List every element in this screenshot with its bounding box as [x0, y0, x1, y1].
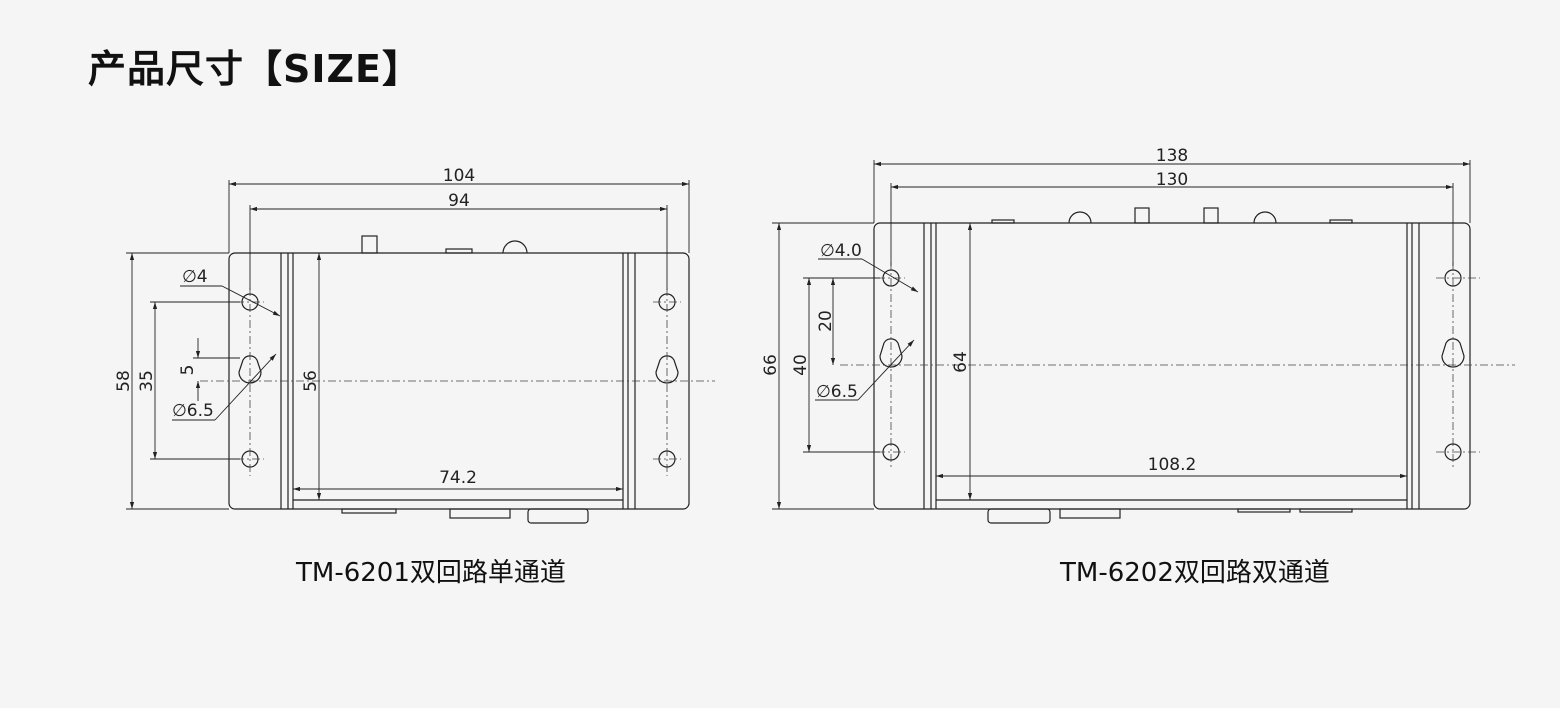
dim-hole-spacing: 40 — [791, 354, 811, 376]
dim-overall-width: 104 — [443, 166, 475, 186]
caption-tm6201: TM-6201双回路单通道 — [296, 558, 566, 588]
dim-keyhole-offset: 5 — [178, 365, 198, 376]
dim-keyhole-diameter: ∅6.5 — [172, 401, 214, 421]
dim-inner-height: 56 — [301, 370, 321, 392]
keyhole-slot — [1441, 338, 1465, 368]
dim-hole-diameter: ∅4 — [182, 267, 208, 287]
dim-bottom-width: 74.2 — [439, 468, 477, 488]
keyhole-slot — [879, 338, 903, 368]
dim-inner-height: 64 — [951, 351, 971, 373]
enclosure-outline — [873, 222, 1471, 510]
dim-overall-height: 58 — [114, 370, 134, 392]
dim-hole-diameter: ∅4.0 — [820, 241, 862, 261]
dim-half-spacing: 20 — [816, 310, 836, 332]
page-title: 产品尺寸【SIZE】 — [88, 47, 422, 91]
dim-bottom-width: 108.2 — [1148, 455, 1197, 475]
dim-keyhole-diameter: ∅6.5 — [816, 382, 858, 402]
keyhole-slot — [655, 355, 679, 384]
dim-overall-height: 66 — [761, 354, 781, 376]
dim-overall-width: 138 — [1156, 146, 1188, 166]
caption-tm6202: TM-6202双回路双通道 — [1060, 558, 1330, 588]
top-connector — [502, 240, 528, 254]
dim-inner-width: 130 — [1156, 170, 1188, 190]
top-connector — [361, 235, 378, 254]
keyhole-slot — [238, 355, 262, 384]
dim-inner-width: 94 — [448, 191, 470, 211]
drawing-tm6202 — [873, 207, 1471, 524]
dim-hole-spacing: 35 — [137, 370, 157, 392]
